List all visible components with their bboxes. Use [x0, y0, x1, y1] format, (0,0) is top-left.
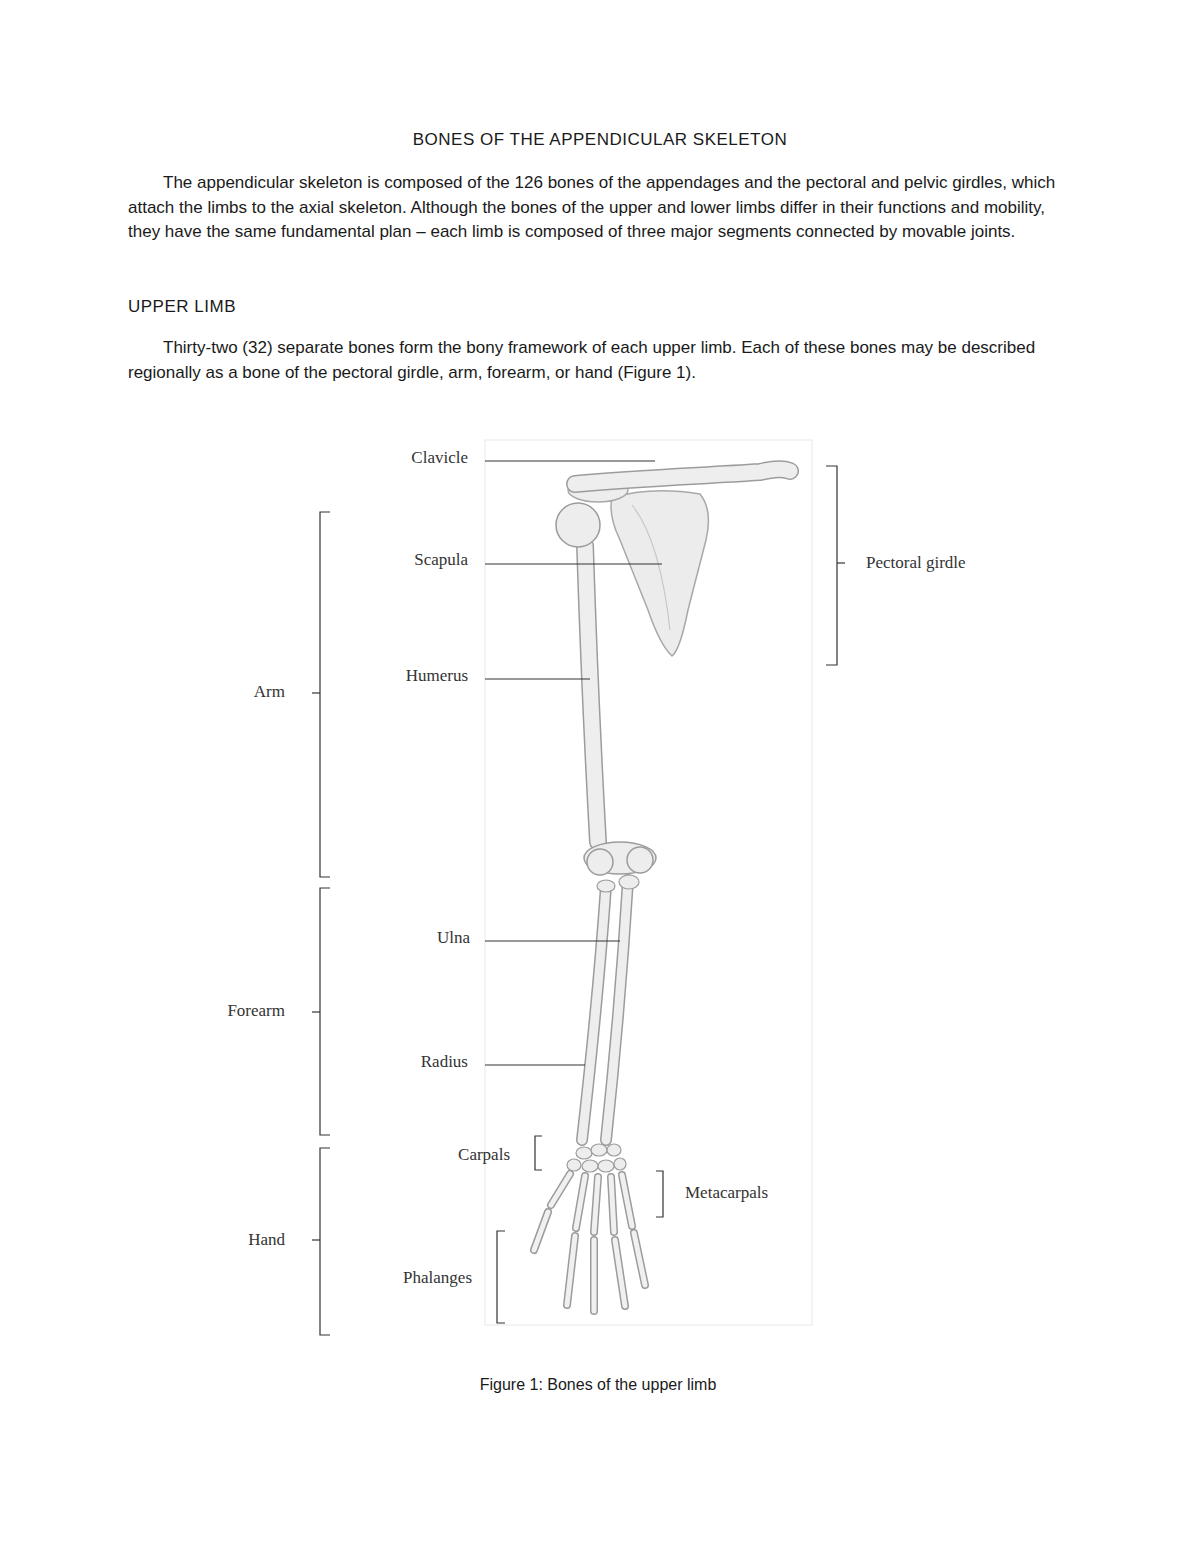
section-heading: UPPER LIMB [128, 297, 236, 317]
scapula-fossa [632, 505, 670, 630]
page-title: BONES OF THE APPENDICULAR SKELETON [413, 130, 787, 150]
body-paragraph: Thirty-two (32) separate bones form the … [128, 336, 1075, 385]
brackets [312, 466, 845, 1335]
region-label: Forearm [227, 1001, 285, 1021]
region-label: Arm [254, 682, 285, 702]
bone-label: Humerus [406, 666, 468, 686]
bone-label: Clavicle [411, 448, 468, 468]
scapula-drawing [611, 491, 708, 656]
long-bone-outline [575, 469, 790, 842]
region-label: Hand [248, 1230, 285, 1250]
bone-label: Ulna [437, 928, 470, 948]
bone-label: Carpals [458, 1145, 510, 1165]
long-bone-fill [575, 469, 790, 842]
humerus-capitulum [587, 849, 613, 875]
bone-label: Scapula [414, 550, 468, 570]
forearm-bone-outline [582, 880, 628, 1140]
figure-caption: Figure 1: Bones of the upper limb [480, 1376, 717, 1394]
radius-head [597, 880, 615, 892]
leader-lines [485, 461, 662, 1065]
hand-bone-outline [534, 1174, 645, 1311]
body-paragraph: The appendicular skeleton is composed of… [128, 171, 1075, 245]
region-label: Pectoral girdle [866, 553, 966, 573]
bone-label: Metacarpals [685, 1183, 768, 1203]
humerus-trochlea [627, 847, 653, 873]
humerus-condyles [584, 842, 656, 874]
carpal-bones [567, 1144, 626, 1172]
olecranon [619, 875, 639, 889]
forearm-bone-fill [582, 880, 628, 1140]
bone-label: Radius [421, 1052, 468, 1072]
bone-label: Phalanges [403, 1268, 472, 1288]
humerus-head [556, 503, 600, 547]
figure-frame [485, 440, 812, 1325]
hand-bone-fill [534, 1174, 645, 1311]
